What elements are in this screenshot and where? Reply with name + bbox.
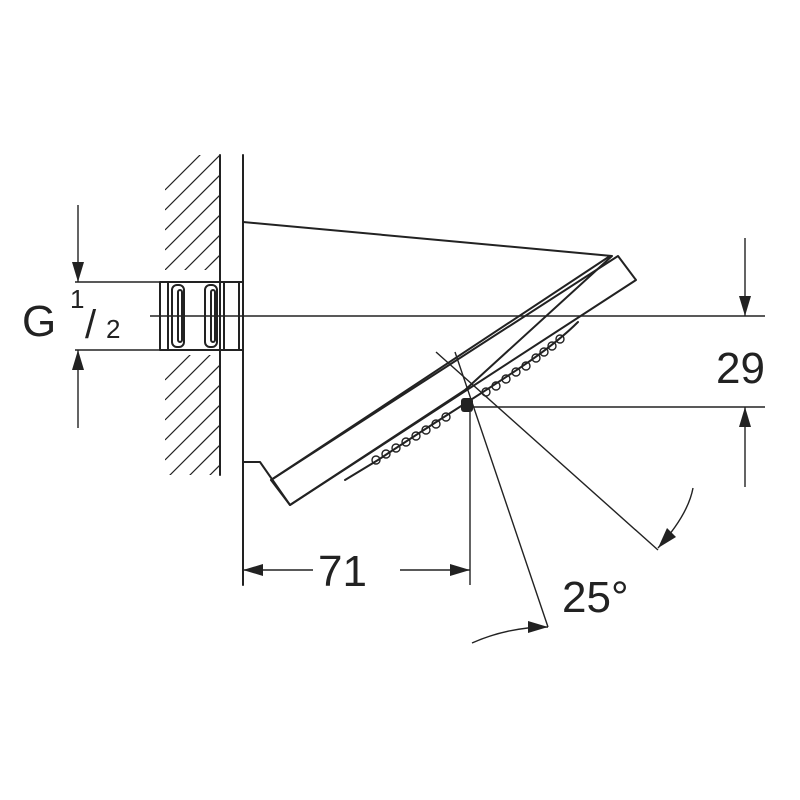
pivot-joint bbox=[461, 398, 473, 412]
wall-hatching-bottom bbox=[165, 355, 220, 475]
shower-head-face bbox=[270, 255, 637, 506]
reference-lines bbox=[75, 281, 765, 628]
thread-size-numerator: 1 bbox=[70, 284, 84, 314]
wall-hatching-top bbox=[165, 155, 220, 270]
head-axis-line bbox=[435, 351, 659, 551]
thread-size-slash: / bbox=[85, 303, 97, 347]
projection-value: 71 bbox=[318, 547, 367, 596]
height-offset-dimension: 29 bbox=[716, 238, 765, 487]
height-offset-value: 29 bbox=[716, 344, 765, 393]
spray-axis-line bbox=[454, 351, 549, 628]
tilt-angle-value: 25° bbox=[562, 573, 629, 622]
spray-nozzles bbox=[371, 334, 565, 465]
thread-size-denominator: 2 bbox=[106, 314, 120, 344]
tilt-angle-dimension: 25° bbox=[471, 487, 694, 644]
shower-head-body bbox=[242, 221, 637, 506]
projection-dimension: 71 bbox=[243, 547, 470, 596]
thread-size-label: G bbox=[22, 297, 56, 346]
thread-dimension: G 1 / 2 bbox=[22, 205, 120, 428]
